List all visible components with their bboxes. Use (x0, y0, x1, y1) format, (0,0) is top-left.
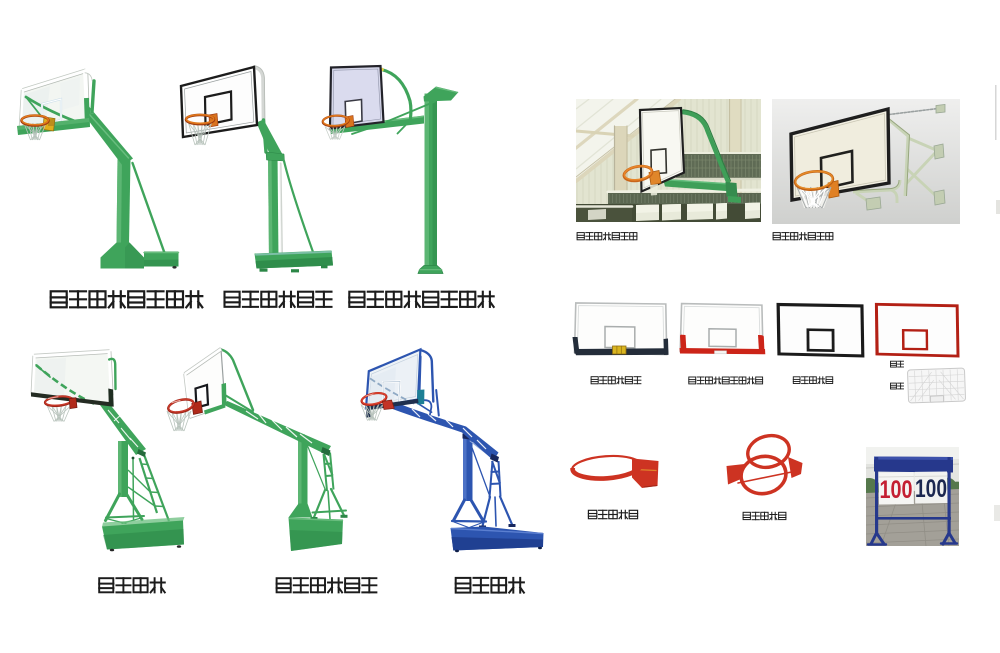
svg-text:100: 100 (880, 476, 913, 504)
svg-text:100: 100 (915, 475, 947, 503)
